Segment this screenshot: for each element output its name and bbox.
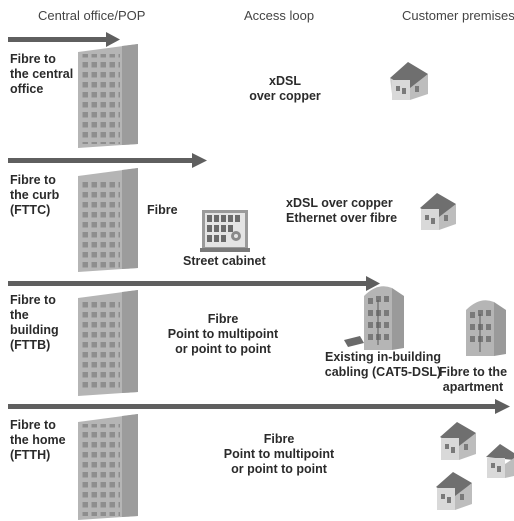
in-building-block-icon [344,286,404,350]
row-2-customer-text: xDSL over copper Ethernet over fibre [286,196,398,225]
office-building-icon [78,414,138,520]
row-4-access-text: Fibre Point to multipoint or point to po… [223,432,335,476]
row-2-fibre-label: Fibre [147,203,178,217]
row-label-fttc: Fibre to the curb (FTTC) [10,173,60,217]
row-label-ftth: Fibre to the home (FTTH) [10,418,66,462]
office-building-icon [78,290,138,396]
office-building-icon [78,168,138,272]
header-central-office: Central office/POP [38,8,146,23]
office-building-icon [78,44,138,148]
row-label-fibre-to-central-office: Fibre to the central office [10,52,74,96]
fibre-to-apartment-label: Fibre to the apartment [438,365,508,394]
street-cabinet-label: Street cabinet [183,254,266,268]
house-icon [420,193,456,230]
house-icon [390,62,428,100]
arrow-row-4 [8,399,510,414]
house-icon [486,444,514,478]
arrow-row-3 [8,276,380,291]
row-label-fttb: Fibre to the building (FTTB) [10,293,59,352]
arrow-row-1 [8,32,120,47]
header-access-loop: Access loop [244,8,315,23]
row-1-access-text: xDSL over copper [249,74,321,103]
arrow-row-2 [8,153,207,168]
house-icon [436,472,472,510]
street-cabinet-icon [200,210,250,252]
row-3-access-text: Fibre Point to multipoint or point to po… [167,312,279,356]
house-icon [440,422,476,460]
in-building-cabling-label: Existing in-building cabling (CAT5-DSL) [324,350,442,379]
apartment-building-icon [466,300,506,356]
header-customer-premises: Customer premises [402,8,514,23]
